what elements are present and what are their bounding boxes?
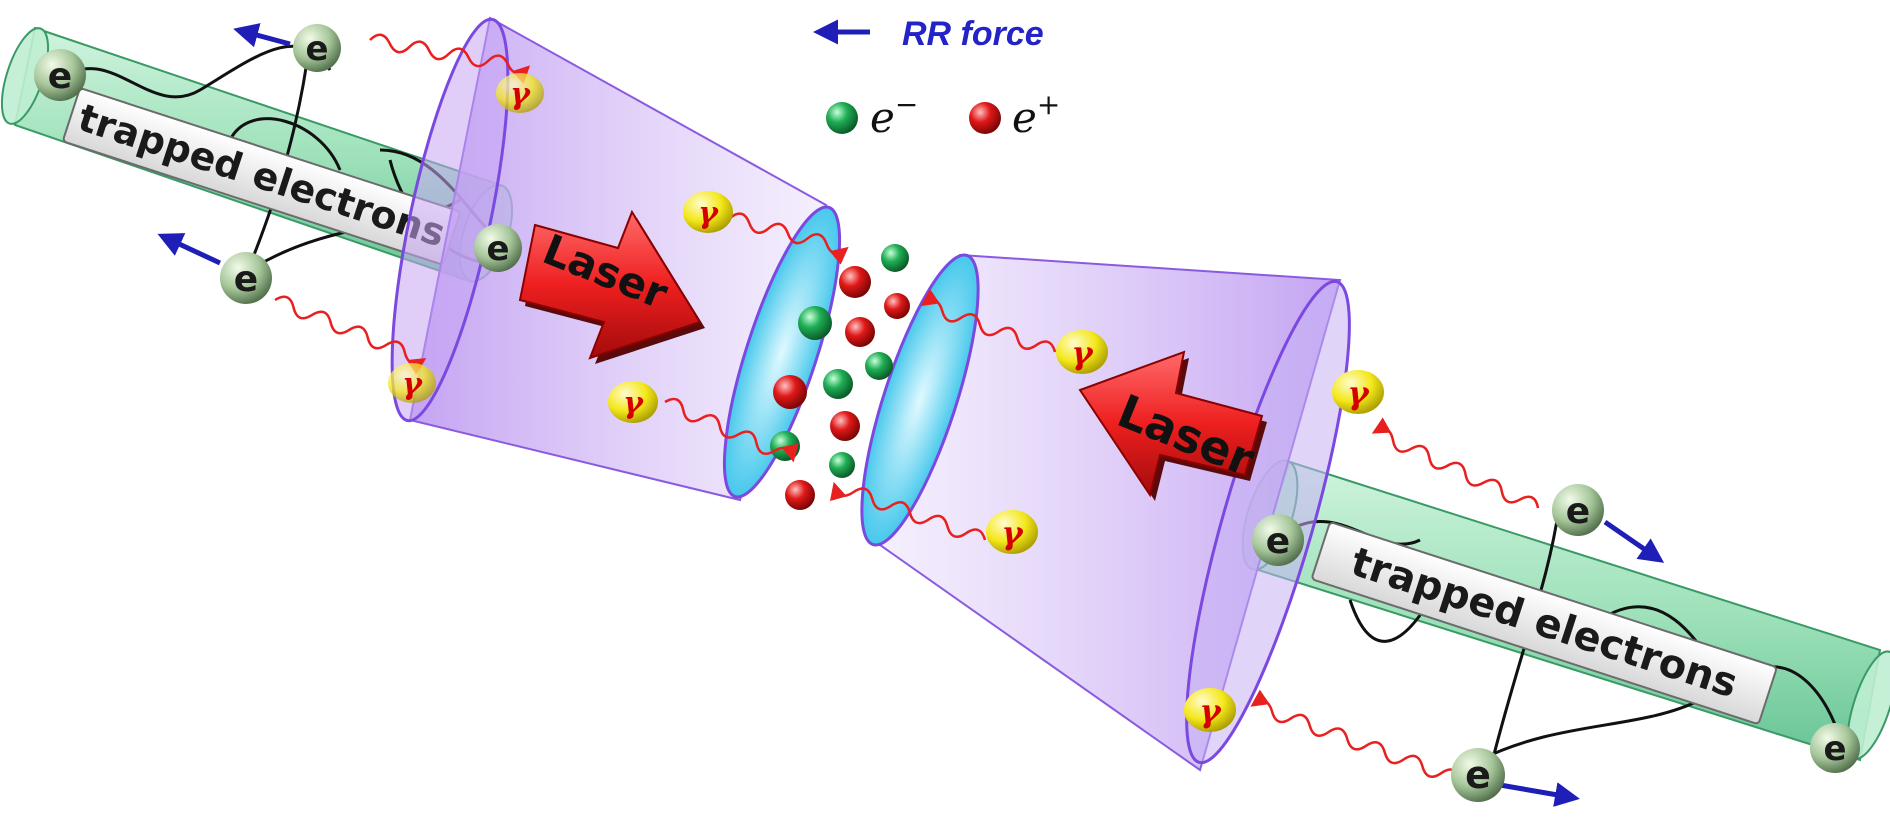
positron-particle: [845, 317, 875, 347]
photon-ball: γ: [496, 73, 544, 113]
svg-text:e: e: [234, 259, 258, 300]
svg-text:γ: γ: [510, 77, 531, 112]
electron-particle: [881, 244, 909, 272]
svg-text:e: e: [1566, 491, 1590, 532]
svg-text:γ: γ: [1001, 514, 1024, 552]
electron-legend: e−: [826, 88, 918, 142]
photon-emission-paths: [274, 33, 1540, 781]
svg-text:γ: γ: [1199, 692, 1222, 730]
rr-force-label: RR force: [902, 15, 1044, 53]
svg-text:γ: γ: [402, 367, 423, 402]
svg-text:e: e: [305, 29, 328, 69]
electron-particle: [770, 431, 800, 461]
photon-ball: γ: [388, 363, 436, 403]
positron-particle: [884, 293, 910, 319]
electron-ball: e: [1552, 484, 1604, 536]
positron-legend-label: e+: [1012, 88, 1060, 142]
electron-ball: e: [293, 24, 341, 72]
positron-legend: e+: [969, 88, 1060, 142]
photons: γ γ γ γ γ γ γ γ: [388, 73, 1384, 732]
positron-particle: [839, 266, 871, 298]
svg-text:e: e: [1266, 521, 1290, 562]
svg-text:γ: γ: [623, 386, 644, 421]
electron-legend-label: e−: [870, 88, 918, 142]
svg-text:γ: γ: [1347, 374, 1370, 412]
electron-particle: [865, 352, 893, 380]
electron-ball: e: [474, 224, 522, 272]
svg-text:γ: γ: [1071, 334, 1094, 372]
rr-force-legend: RR force: [813, 15, 1044, 53]
svg-text:e: e: [486, 229, 509, 269]
electron-ball: e: [1810, 723, 1860, 773]
electron-ball: e: [220, 252, 272, 304]
photon-ball: γ: [608, 381, 658, 423]
electron-particle: [823, 369, 853, 399]
trapped-electrons: e e e e e e e e: [34, 24, 1860, 802]
svg-text:e: e: [1823, 729, 1846, 769]
electron-particle: [798, 306, 832, 340]
photon-ball: γ: [986, 510, 1038, 554]
electron-particle: [829, 452, 855, 478]
svg-text:e: e: [1465, 753, 1491, 797]
svg-text:e: e: [48, 56, 72, 97]
photon-ball: γ: [683, 191, 733, 233]
positron-particle: [785, 480, 815, 510]
electron-ball: e: [1252, 514, 1304, 566]
positron-particle: [773, 375, 807, 409]
photon-ball: γ: [1056, 330, 1108, 374]
electron-ball: e: [34, 49, 86, 101]
svg-text:γ: γ: [698, 196, 719, 231]
photon-ball: γ: [1184, 688, 1236, 732]
right-laser-cone: [860, 253, 1351, 772]
photon-ball: γ: [1332, 370, 1384, 414]
positron-particle: [830, 411, 860, 441]
rr-force-arrows: [157, 23, 1665, 807]
legend: RR force e− e+: [813, 15, 1060, 142]
electron-ball: e: [1451, 748, 1505, 802]
